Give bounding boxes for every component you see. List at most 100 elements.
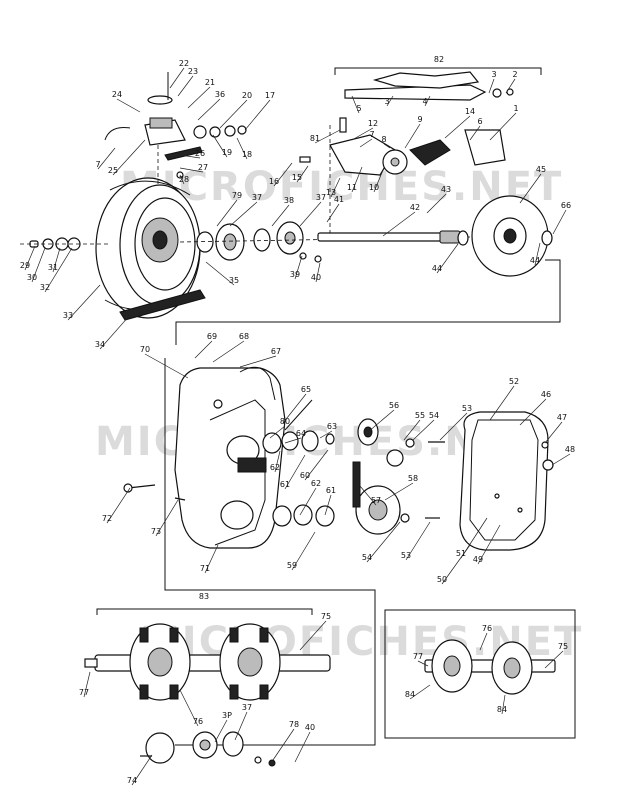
callout-leader (367, 409, 395, 433)
callout-number: 76 (193, 717, 203, 726)
callout-leader (436, 243, 459, 274)
callout-leader (324, 494, 332, 516)
callout-leader (314, 129, 341, 144)
callout-number: 17 (265, 91, 275, 100)
callout-leader (284, 437, 302, 444)
callout-leader (274, 450, 281, 473)
callout-number: 49 (473, 555, 483, 564)
callout-leader (409, 684, 431, 700)
callout-leader (501, 694, 506, 715)
callout-number: 29 (20, 261, 30, 270)
callout-number: 7 (95, 160, 100, 169)
callout-number: 11 (347, 183, 357, 192)
callout-number: 72 (102, 514, 112, 523)
callout-leader (214, 719, 228, 743)
callout-number: 33 (63, 311, 73, 320)
callout-leader (197, 98, 221, 121)
callout-number: 62 (311, 479, 321, 488)
hub-parts (179, 221, 471, 263)
callout-leader (212, 340, 245, 363)
callout-leader (106, 487, 131, 524)
callout-number: 84 (405, 690, 415, 699)
callout-number: 82 (434, 55, 444, 64)
callout-leader (229, 201, 258, 227)
callout-leader (144, 353, 189, 379)
callout-leader (351, 166, 363, 193)
track-drive-axle (84, 623, 331, 701)
callout-number: 47 (557, 413, 567, 422)
callout-number: 65 (301, 385, 311, 394)
callout-number: 50 (437, 575, 447, 584)
callout-number: 62 (270, 463, 280, 472)
callout-number: 44 (432, 264, 442, 273)
callout-number: 75 (321, 612, 331, 621)
callout-leader (477, 524, 501, 565)
callout-leader (359, 138, 373, 148)
callout-leader (272, 728, 295, 761)
callout-number: 71 (200, 564, 210, 573)
callout-leader (330, 177, 341, 198)
callout-leader (304, 449, 329, 481)
callout-leader (351, 95, 360, 114)
callout-leader (204, 544, 219, 574)
callout-leader (382, 211, 416, 237)
brake-assembly-left (104, 72, 247, 185)
callout-leader (439, 412, 468, 441)
callout-leader (239, 355, 277, 368)
callout-number: 10 (369, 183, 379, 192)
callout-number: 48 (565, 445, 575, 454)
callout-number: 53 (462, 404, 472, 413)
drive-shaft (317, 230, 469, 246)
callout-leader (169, 67, 185, 89)
callout-number: 18 (242, 150, 252, 159)
callout-number: 63 (327, 422, 337, 431)
callout-leader (405, 521, 431, 561)
connector-top-mid (175, 259, 561, 345)
callout-number: 64 (296, 429, 306, 438)
callout-number: 66 (561, 201, 571, 210)
callout-leader (219, 99, 248, 129)
callout-number: 39 (290, 270, 300, 279)
callout-number: 14 (465, 107, 475, 116)
callout-number: 9 (417, 115, 422, 124)
callout-number: 20 (242, 91, 252, 100)
callout-leader (417, 660, 429, 667)
sprockets-chain (352, 418, 445, 535)
callout-leader (194, 340, 213, 359)
callout-number: 34 (95, 340, 105, 349)
callout-leader (284, 454, 306, 490)
callout-number: 81 (310, 134, 320, 143)
callout-number: 75 (558, 642, 568, 651)
callout-number: 36 (215, 90, 225, 99)
callout-number: 23 (188, 67, 198, 76)
callout-number: 79 (232, 191, 242, 200)
callout-number: 41 (334, 195, 344, 204)
callout-number: 19 (222, 148, 232, 157)
callout-leader (269, 425, 286, 439)
callout-leader (544, 421, 563, 444)
washer-stack (20, 237, 110, 251)
callout-leader (296, 165, 309, 183)
callout-number: 25 (108, 166, 118, 175)
callout-leader (291, 531, 316, 571)
callout-number: 57 (371, 496, 381, 505)
callout-number: 45 (536, 165, 546, 174)
callout-number: 22 (179, 59, 189, 68)
callout-leader (404, 123, 421, 149)
callout-number: 61 (280, 480, 290, 489)
callout-number: 42 (410, 203, 420, 212)
callout-leader (116, 98, 141, 113)
callout-number: 76 (482, 624, 492, 633)
callout-leader (366, 521, 401, 563)
callout-number: 26 (195, 149, 205, 158)
callout-number: 5 (356, 104, 361, 113)
callout-leader (271, 204, 290, 227)
callout-leader (552, 209, 567, 235)
brake-disc (471, 195, 553, 277)
callout-leader (179, 689, 199, 727)
callout-leader (351, 127, 374, 141)
callout-leader (488, 78, 495, 94)
